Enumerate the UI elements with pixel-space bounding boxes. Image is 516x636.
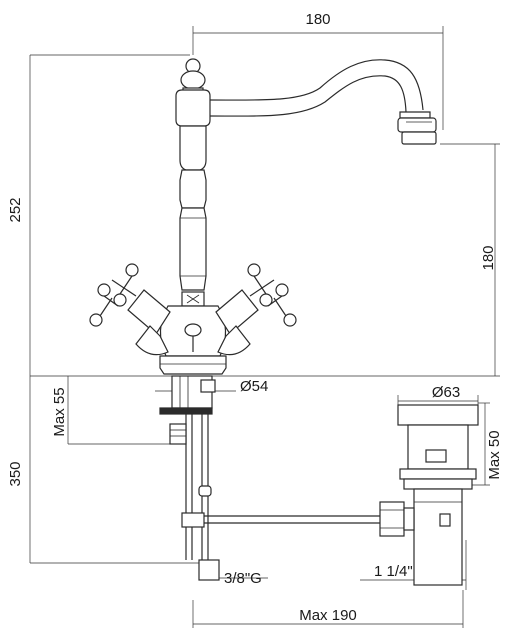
under-deck-assembly (159, 375, 380, 581)
faucet-body (159, 58, 227, 375)
right-cross-handle (215, 263, 297, 356)
label-waste-thread: 1 1/4" (374, 563, 413, 580)
label-max-deck: Max 55 (51, 387, 68, 436)
label-base-diameter: Ø54 (240, 378, 268, 395)
pop-up-waste (379, 404, 479, 586)
dimension-lines (29, 26, 500, 628)
dimension-labels: 180 252 180 Ø54 Max 55 350 3/8"G Max 190… (7, 11, 503, 624)
label-waste-max: Max 50 (486, 430, 503, 479)
spout (209, 59, 437, 145)
label-waste-diameter: Ø63 (432, 384, 460, 401)
label-connection-thread: 3/8"G (224, 570, 262, 587)
label-spout-reach: 180 (305, 11, 330, 28)
label-max-depth: Max 190 (299, 607, 357, 624)
label-lower-height: 350 (7, 461, 24, 486)
left-cross-handle (89, 263, 171, 356)
label-total-height: 252 (7, 197, 24, 222)
label-spout-height: 180 (480, 245, 497, 270)
